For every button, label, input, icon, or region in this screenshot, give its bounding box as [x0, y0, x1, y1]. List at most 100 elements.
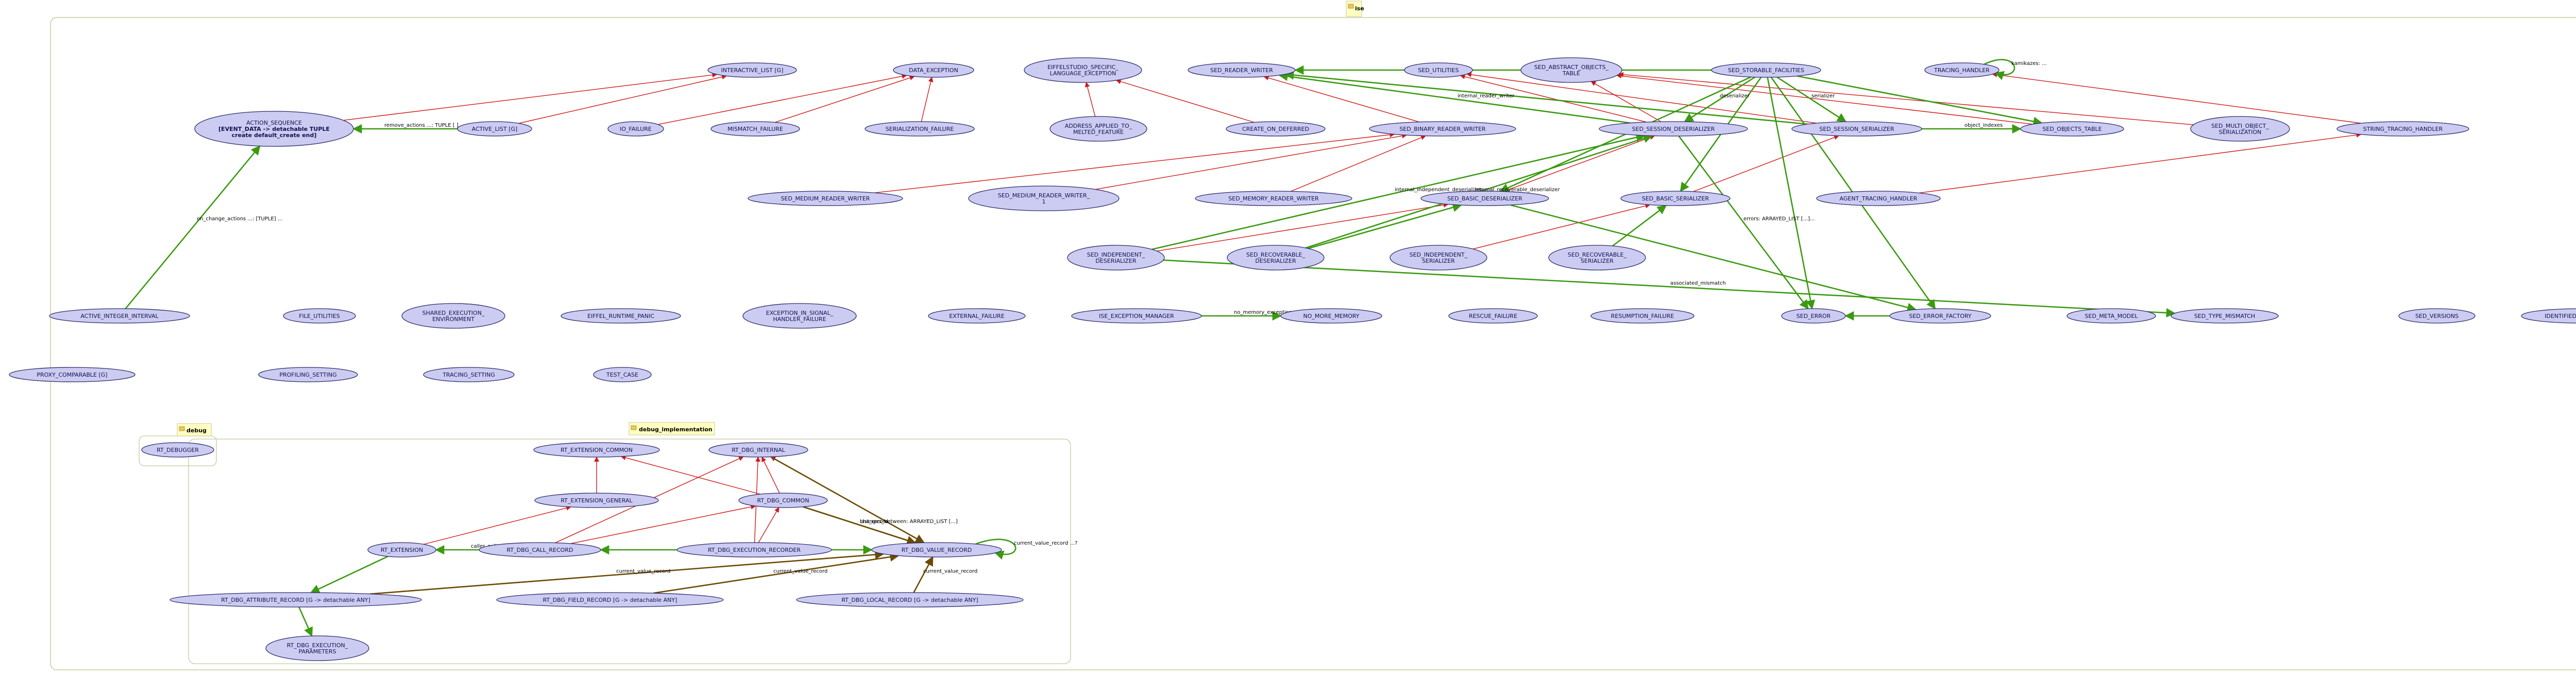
class-node-sed-abstract-objects-table[interactable]: SED_ABSTRACT_OBJECTS_TABLE — [1520, 57, 1622, 83]
class-node-eiffel-runtime-panic[interactable]: EIFFEL_RUNTIME_PANIC — [561, 308, 681, 324]
class-node-active-list[interactable]: ACTIVE_LIST [G] — [457, 121, 532, 137]
class-node-label: HANDLER_FAILURE — [773, 316, 826, 323]
class-node-test-case[interactable]: TEST_CASE — [593, 367, 652, 382]
class-node-label: 1 — [1042, 198, 1046, 205]
class-node-serialization-failure[interactable]: SERIALIZATION_FAILURE — [865, 121, 975, 137]
class-node-sed-type-mismatch[interactable]: SED_TYPE_MISMATCH — [2171, 308, 2279, 324]
class-node-rt-dbg-common[interactable]: RT_DBG_COMMON — [738, 493, 828, 508]
class-node-label: ENVIRONMENT — [432, 316, 474, 323]
class-node-rt-extension-general[interactable]: RT_EXTENSION_GENERAL — [534, 493, 659, 508]
class-node-rt-extension[interactable]: RT_EXTENSION — [367, 542, 436, 558]
edge-rt_dbg_common-to-rt_extension_common — [620, 455, 760, 495]
class-node-mismatch-failure[interactable]: MISMATCH_FAILURE — [710, 121, 800, 137]
class-node-sed-basic-serializer[interactable]: SED_BASIC_SERIALIZER — [1620, 191, 1731, 206]
class-node-active-integer-interval[interactable]: ACTIVE_INTEGER_INTERVAL — [49, 308, 190, 324]
class-node-label: EIFFEL_RUNTIME_PANIC — [587, 313, 654, 319]
class-node-sed-independent-deserializer[interactable]: SED_INDEPENDENT_DESERIALIZER — [1067, 245, 1165, 271]
edge-label-object-indexes: object_indexes — [1964, 123, 2003, 128]
class-node-rt-debugger[interactable]: RT_DEBUGGER — [141, 442, 214, 458]
class-node-ellipse — [1520, 57, 1622, 83]
class-node-agent-tracing-handler[interactable]: AGENT_TRACING_HANDLER — [1816, 191, 1941, 206]
class-node-ise-exception-manager[interactable]: ISE_EXCEPTION_MANAGER — [1071, 308, 1202, 324]
class-node-rt-dbg-execution-recorder[interactable]: RT_DBG_EXECUTION_RECORDER — [676, 542, 832, 558]
edge-sed_recoverable_deserializer-to-sed_basic_deserializer — [1308, 203, 1462, 249]
class-node-io-failure[interactable]: IO_FAILURE — [607, 121, 664, 137]
class-node-ellipse — [401, 303, 505, 329]
class-node-label: RESUMPTION_FAILURE — [1611, 313, 1674, 319]
class-node-resumption-failure[interactable]: RESUMPTION_FAILURE — [1590, 308, 1694, 324]
class-node-sed-meta-model[interactable]: SED_META_MODEL — [2066, 308, 2156, 324]
class-node-label: PROXY_COMPARABLE [G] — [37, 372, 107, 378]
edge-rt_dbg_field_record-to-rt_dbg_value_record — [653, 552, 900, 594]
edge-io_failure-to-data_exception — [657, 74, 907, 125]
class-node-data-exception[interactable]: DATA_EXCEPTION — [893, 62, 974, 78]
folder-icon — [631, 425, 637, 430]
class-node-rt-dbg-internal[interactable]: RT_DBG_INTERNAL — [708, 442, 808, 458]
class-node-sed-recoverable-serializer[interactable]: SED_RECOVERABLE_SERIALIZER — [1548, 245, 1646, 271]
class-node-rt-extension-common[interactable]: RT_EXTENSION_COMMON — [533, 442, 660, 458]
class-node-interactive-list[interactable]: INTERACTIVE_LIST [G] — [707, 62, 797, 78]
class-node-ellipse — [170, 592, 422, 608]
folder-icon — [179, 426, 185, 431]
class-node-rt-dbg-field-record[interactable]: RT_DBG_FIELD_RECORD [G -> detachable ANY… — [496, 592, 724, 608]
class-node-sed-medium-reader-writer-1[interactable]: SED_MEDIUM_READER_WRITER_1 — [968, 186, 1120, 211]
class-node-ellipse — [1071, 308, 1202, 324]
class-node-identified-controller[interactable]: IDENTIFIED_CONTROLLER — [2521, 308, 2576, 324]
edge-active_integer_interval-to-action_sequence — [125, 145, 261, 309]
class-node-label: SED_BASIC_DESERIALIZER — [1447, 195, 1522, 202]
class-node-label: SED_ERROR_FACTORY — [1909, 313, 1972, 319]
class-node-shared-execution-environment[interactable]: SHARED_EXECUTION_ENVIRONMENT — [401, 303, 505, 329]
class-node-sed-multi-object-serialization[interactable]: SED_MULTI_OBJECT_SERIALIZATION — [2190, 116, 2290, 142]
class-node-sed-medium-reader-writer[interactable]: SED_MEDIUM_READER_WRITER — [748, 191, 903, 206]
class-node-rt-dbg-execution-parameters[interactable]: RT_DBG_EXECUTION_PARAMETERS — [265, 635, 369, 661]
class-node-ellipse — [2171, 308, 2279, 324]
class-node-sed-independent-serializer[interactable]: SED_INDEPENDENT_SERIALIZER — [1389, 245, 1487, 271]
class-node-sed-error[interactable]: SED_ERROR — [1781, 308, 1846, 324]
class-node-ellipse — [710, 121, 800, 137]
class-node-ellipse — [1590, 308, 1694, 324]
class-node-sed-recoverable-deserializer[interactable]: SED_RECOVERABLE_DESERIALIZER — [1227, 245, 1325, 271]
class-node-sed-basic-deserializer[interactable]: SED_BASIC_DESERIALIZER — [1420, 191, 1549, 206]
class-node-ellipse — [1024, 57, 1142, 83]
class-node-rt-dbg-attribute-record[interactable]: RT_DBG_ATTRIBUTE_RECORD [G -> detachable… — [170, 592, 422, 608]
class-node-label: SED_BASIC_SERIALIZER — [1642, 195, 1709, 202]
cluster-debug-title: debug — [187, 427, 207, 434]
class-node-sed-utilities[interactable]: SED_UTILITIES — [1404, 62, 1473, 78]
edge-label-internal-reader-writer: internal_reader_writer — [1458, 93, 1515, 99]
class-node-no-more-memory[interactable]: NO_MORE_MEMORY — [1280, 308, 1382, 324]
class-node-rt-dbg-call-record[interactable]: RT_DBG_CALL_RECORD — [479, 542, 601, 558]
class-node-create-on-deferred[interactable]: CREATE_ON_DEFERRED — [1226, 121, 1326, 137]
class-node-sed-error-factory[interactable]: SED_ERROR_FACTORY — [1889, 308, 1991, 324]
class-node-proxy-comparable[interactable]: PROXY_COMPARABLE [G] — [9, 367, 135, 382]
edge-rt_dbg_internal-to-rt_dbg_value_record — [770, 456, 925, 544]
class-node-rt-dbg-value-record[interactable]: RT_DBG_VALUE_RECORD — [871, 542, 1002, 558]
class-node-label: RT_EXTENSION_COMMON — [561, 447, 633, 453]
class-node-rt-dbg-local-record[interactable]: RT_DBG_LOCAL_RECORD [G -> detachable ANY… — [796, 592, 1024, 608]
class-node-sed-reader-writer[interactable]: SED_READER_WRITER — [1188, 62, 1296, 78]
class-node-sed-storable-facilities[interactable]: SED_STORABLE_FACILITIES — [1711, 62, 1821, 78]
class-node-sed-session-deserializer[interactable]: SED_SESSION_DESERIALIZER — [1599, 121, 1748, 137]
class-node-sed-objects-table[interactable]: SED_OBJECTS_TABLE — [2020, 121, 2124, 137]
class-node-label: RT_DBG_LOCAL_RECORD [G -> detachable ANY… — [841, 597, 978, 603]
class-node-tracing-setting[interactable]: TRACING_SETTING — [423, 367, 515, 382]
class-node-action-sequence[interactable]: ACTION_SEQUENCE[EVENT_DATA -> detachable… — [194, 111, 354, 147]
class-node-ellipse — [1067, 245, 1165, 271]
class-node-exception-in-signal[interactable]: EXCEPTION_IN_SIGNAL_HANDLER_FAILURE — [742, 303, 857, 329]
class-node-sed-memory-reader-writer[interactable]: SED_MEMORY_READER_WRITER — [1195, 191, 1352, 206]
class-node-address-applied[interactable]: ADDRESS_APPLIED_TO_MELTED_FEATURE — [1049, 116, 1147, 142]
class-node-sed-binary-reader-writer[interactable]: SED_BINARY_READER_WRITER — [1369, 121, 1516, 137]
class-node-tracing-handler[interactable]: TRACING_HANDLER — [1924, 62, 1999, 78]
class-node-file-utilities[interactable]: FILE_UTILITIES — [283, 308, 356, 324]
class-node-string-tracing-handler[interactable]: STRING_TRACING_HANDLER — [2336, 121, 2469, 137]
edge-rt_dbg_common-to-rt_dbg_internal — [761, 457, 780, 494]
class-node-eiffel-lang-exc[interactable]: EIFFELSTUDIO_SPECIFIC_LANGUAGE_EXCEPTION — [1024, 57, 1142, 83]
edge-label-no-memory-exception: no_memory_exception — [1234, 310, 1292, 315]
class-node-rescue-failure[interactable]: RESCUE_FAILURE — [1448, 308, 1538, 324]
class-node-label: SED_BINARY_READER_WRITER — [1399, 126, 1486, 132]
class-node-external-failure[interactable]: EXTERNAL_FAILURE — [928, 308, 1026, 324]
class-node-profiling-setting[interactable]: PROFILING_SETTING — [258, 367, 358, 382]
class-node-sed-session-serializer[interactable]: SED_SESSION_SERIALIZER — [1791, 121, 1922, 137]
edge-sed_storable_facilities-to-sed_session_deserializer — [1684, 76, 1756, 123]
class-node-sed-versions[interactable]: SED_VERSIONS — [2398, 308, 2476, 324]
class-node-ellipse — [893, 62, 974, 78]
